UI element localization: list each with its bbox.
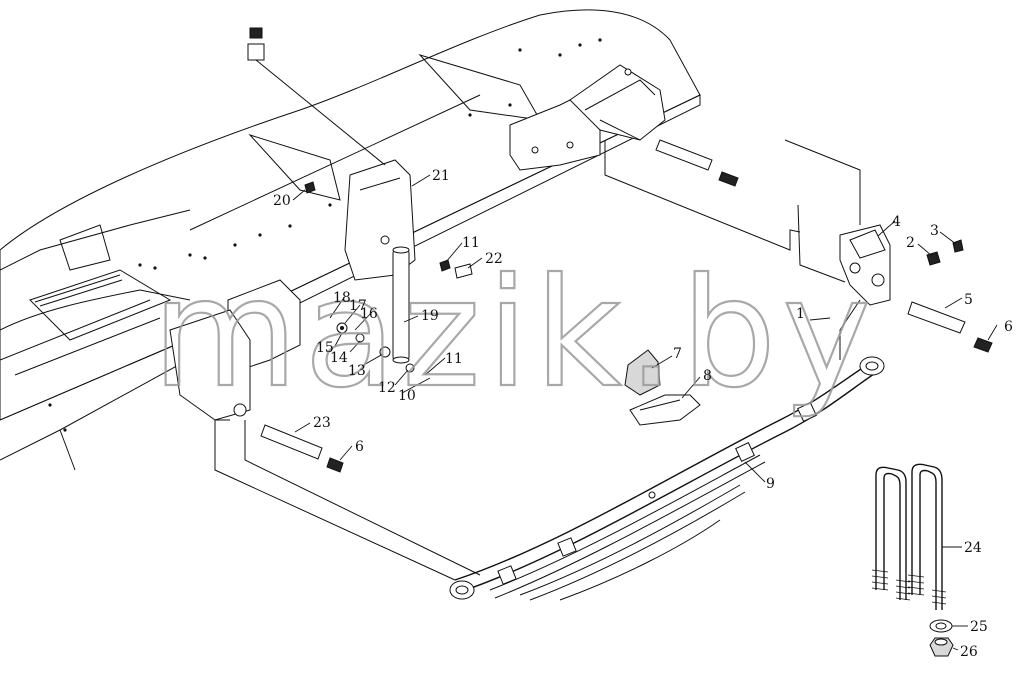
callout-18: 18 — [333, 290, 351, 306]
callout-13: 13 — [348, 363, 366, 379]
callout-3: 3 — [930, 223, 939, 239]
shackle-pin — [907, 301, 993, 353]
watermark-text: mazik.by — [152, 247, 877, 421]
callout-20: 20 — [273, 193, 291, 209]
callout-5: 5 — [964, 292, 973, 308]
leader-lines — [292, 174, 998, 651]
rear-bracket-pin — [655, 139, 739, 187]
callout-7: 7 — [673, 346, 682, 362]
callout-11-bottom: 11 — [445, 351, 463, 367]
callout-9: 9 — [766, 476, 775, 492]
spring-seat — [624, 349, 701, 426]
nut-26 — [929, 637, 954, 657]
rear-spring-bracket — [509, 64, 666, 171]
callout-15: 15 — [316, 340, 334, 356]
callout-16: 16 — [360, 306, 378, 322]
callout-24: 24 — [964, 540, 982, 556]
shock-absorber — [392, 246, 410, 364]
callout-19: 19 — [421, 308, 439, 324]
washer-25 — [929, 619, 953, 633]
callout-14: 14 — [330, 350, 348, 366]
callout-26: 26 — [960, 644, 978, 660]
callout-10: 10 — [398, 388, 416, 404]
callout-25: 25 — [970, 619, 988, 635]
leaf-spring — [449, 356, 885, 601]
front-fasteners — [247, 27, 473, 373]
callout-23: 23 — [313, 415, 331, 431]
callout-12: 12 — [378, 380, 396, 396]
assembly-guide-lines — [214, 139, 861, 581]
callout-6-right: 6 — [1004, 319, 1013, 335]
callout-8: 8 — [703, 368, 712, 384]
front-pin — [260, 424, 344, 473]
callout-1: 1 — [796, 306, 805, 322]
callout-17: 17 — [349, 298, 367, 314]
callout-4: 4 — [892, 214, 901, 230]
callout-21: 21 — [432, 168, 450, 184]
callout-2: 2 — [906, 235, 915, 251]
callout-11-top: 11 — [462, 235, 480, 251]
callout-labels: 1 2 3 4 5 6 6 7 8 9 10 11 11 12 13 14 15… — [273, 168, 1013, 660]
shackle-assembly — [839, 224, 964, 306]
callout-22: 22 — [485, 251, 503, 267]
u-bolts — [871, 463, 947, 610]
callout-6-left: 6 — [355, 439, 364, 455]
